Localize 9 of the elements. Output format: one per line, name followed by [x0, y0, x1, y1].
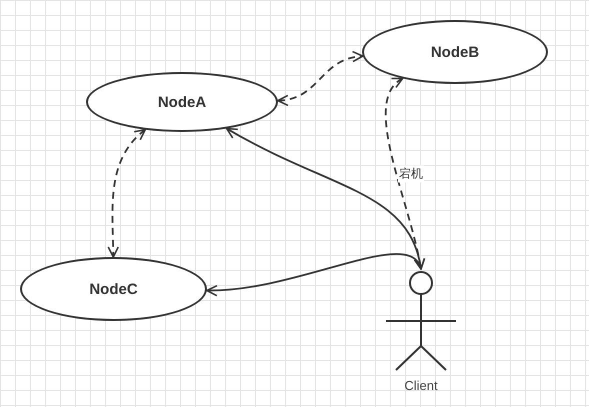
ellipse-node: NodeC	[20, 257, 207, 321]
ellipse-node: NodeA	[86, 72, 278, 132]
arrow	[206, 253, 422, 296]
dashed-arrow	[277, 52, 364, 106]
arrow	[226, 128, 424, 270]
ellipse-node: NodeB	[362, 20, 548, 84]
actor-label: Client	[404, 378, 438, 393]
edge-label: 宕机	[398, 166, 424, 182]
dashed-arrow	[385, 78, 425, 270]
